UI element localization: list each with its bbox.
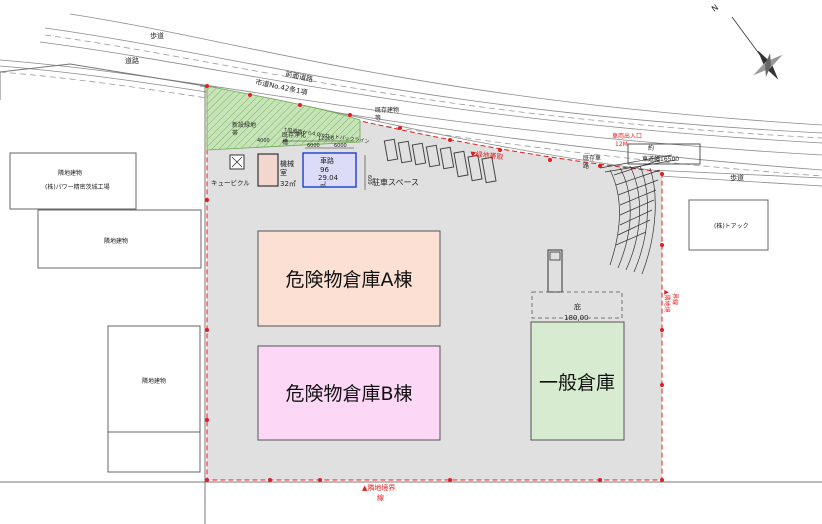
warehouse-a [257,230,441,327]
label-shako-4: ㎡ [320,181,326,189]
label-shutsunyuu-2: 12M [615,141,628,148]
label-toaku: (株)トアック [714,222,749,230]
label-kyokai-right-1: ▲隣地境 [663,290,671,313]
label-kison-jouka-2: 槽 [282,138,288,146]
label-kyokai-bottom-2: 線 [377,493,384,502]
label-shinsetsu-ryokuchi-2: 帯 [232,129,238,137]
warehouse-b [257,345,441,441]
label-hisashi-2: 180,00 [564,314,589,322]
road-box [627,143,701,165]
label-kison-sharo-1: 既存車 [583,154,601,162]
parking-stalls [383,138,497,184]
neighbor-building-power [9,152,137,210]
boundary-markers [205,84,664,482]
label-chusha: 駐車スペース [372,177,419,187]
label-shako-2: 96 [320,166,329,174]
label-shako-1: 車路 [320,156,334,165]
label-cubicle: キュービクル [211,178,250,187]
vehicle-entrance-tracks [599,154,677,275]
label-soko-a: 危険物倉庫A棟 [286,269,413,291]
green-belt-hatch [207,86,360,150]
label-kyokai-right-2: 界線 [671,293,679,305]
label-kikai-1: 機械 [280,159,294,168]
label-dim-4000: 4000 [257,138,270,144]
neighbor-building-low-annex [107,431,201,473]
road-dashes [0,34,822,177]
label-hodo-right: 歩道 [730,173,744,182]
neighbor-building-toaku [688,199,769,251]
label-rinchi-left: 隣地建物 [58,169,82,177]
label-rinchi-mid: 隣地建物 [104,237,128,245]
label-kison-tatemono-2: 等 [375,114,381,122]
label-kison-tatemono-1: 既存建物 [375,106,399,114]
label-kison-sharo-2: 路 [583,162,589,170]
label-power: (株)パワー精密茨城工場 [45,183,110,191]
label-kyokai-bottom-1: ▲隣地境界 [362,483,395,492]
label-shako-3: 29.04 [318,174,339,182]
warehouse-general [530,321,625,441]
label-shinsetsu-ryokuchi-1: 新設緑地 [232,121,256,129]
truck-cab [549,251,561,261]
label-hodo-top: 歩道 [150,31,164,40]
label-dim-6000b: 6000 [334,143,347,149]
cubicle-mark [231,156,243,168]
label-ippan: 一般倉庫 [539,372,615,394]
label-zenmen-doro: 前面道路 [285,69,314,84]
hisashi-outline [531,291,623,319]
label-ryokuchi-tori: ▼緑地帯取 [470,149,504,161]
label-mae-16500: 車道幅16500 [642,155,679,163]
label-hisashi-1: 庇 [574,302,581,311]
label-dim-600: 600 [366,175,372,185]
label-yaku: 約 [648,144,654,152]
label-dim-12000: 12000 [318,136,334,142]
label-soko-b: 危険物倉庫B棟 [285,383,412,405]
neighbor-building-low [107,325,201,433]
label-north: N [710,3,720,14]
label-shutsunyuu-1: 車両出入口 [612,132,642,140]
label-kison-jouka-1: 既存浄化 [282,131,306,139]
kikai-room [257,153,279,187]
label-kikai-2: 室 [280,168,287,177]
label-dim-6000a: 6000 [307,143,320,149]
shako [302,152,357,188]
neighbor-outline [0,63,206,524]
neighbor-building-mid [37,209,202,269]
label-rinchi-low: 隣地建物 [142,377,166,385]
north-arrow-icon [731,16,783,80]
label-kikai-area: 32㎡ [280,180,296,188]
label-doro: 道路 [125,56,139,65]
